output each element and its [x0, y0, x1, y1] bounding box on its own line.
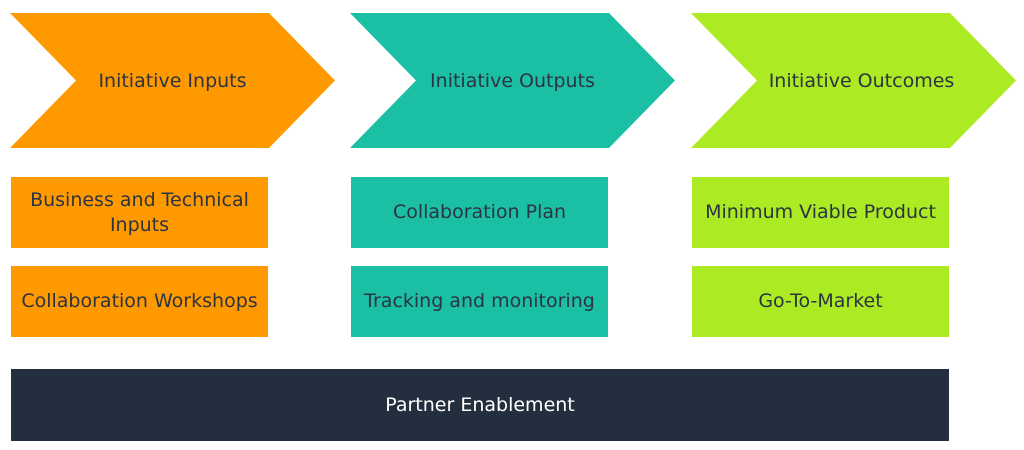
output-box-tracking-monitoring: Tracking and monitoring [351, 266, 608, 337]
input-box-collaboration-workshops: Collaboration Workshops [11, 266, 268, 337]
chevron-shape [350, 13, 675, 148]
chevron-shape [10, 13, 335, 148]
chevron-initiative-outputs: Initiative Outputs [350, 13, 675, 148]
chevron-initiative-outcomes: Initiative Outcomes [691, 13, 1016, 148]
stage-title: Initiative Inputs [98, 69, 247, 92]
outcome-box-mvp: Minimum Viable Product [692, 177, 949, 248]
chevron-shape [691, 13, 1016, 148]
stage-title: Initiative Outcomes [768, 69, 955, 92]
outcome-box-go-to-market: Go-To-Market [692, 266, 949, 337]
output-box-collaboration-plan: Collaboration Plan [351, 177, 608, 248]
chevron-initiative-inputs: Initiative Inputs [10, 13, 335, 148]
partner-enablement-bar: Partner Enablement [11, 369, 949, 441]
input-box-business-technical: Business and Technical Inputs [11, 177, 268, 248]
stage-title: Initiative Outputs [430, 69, 595, 92]
